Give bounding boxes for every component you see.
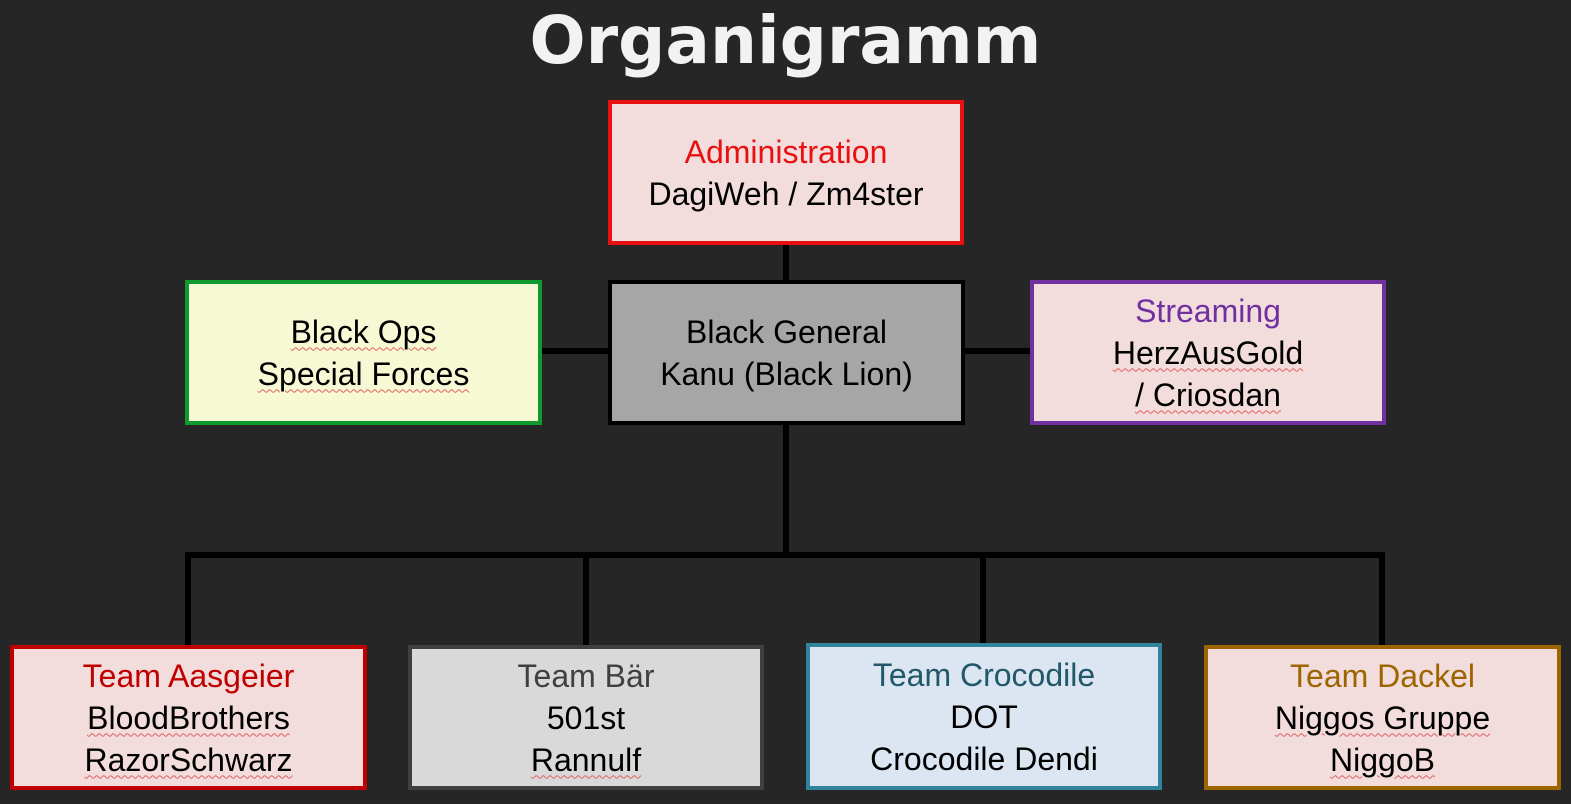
node-black-general-line2: Kanu (Black Lion) — [660, 355, 913, 392]
node-team-aasgeier-line2: RazorSchwarz — [84, 741, 293, 778]
node-black-ops-line2: Special Forces — [257, 355, 470, 392]
node-streaming: Streaming HerzAusGold / Criosdan — [1030, 280, 1386, 425]
node-administration-heading: Administration — [684, 133, 888, 170]
node-streaming-heading: Streaming — [1135, 292, 1281, 329]
node-streaming-line1: HerzAusGold — [1112, 334, 1304, 371]
node-team-dackel-heading: Team Dackel — [1290, 657, 1475, 694]
node-team-crocodile: Team Crocodile DOT Crocodile Dendi — [806, 643, 1162, 790]
node-team-aasgeier-line1: BloodBrothers — [87, 699, 290, 736]
connector-admin-general — [783, 243, 789, 282]
connector-general-trunk — [783, 423, 789, 555]
node-team-crocodile-line2: Crocodile Dendi — [870, 740, 1098, 777]
node-administration-members: DagiWeh / Zm4ster — [648, 175, 924, 212]
connector-general-streaming — [962, 348, 1032, 354]
node-team-baer-heading: Team Bär — [517, 657, 655, 694]
node-team-aasgeier-heading: Team Aasgeier — [82, 657, 295, 694]
node-team-crocodile-heading: Team Crocodile — [872, 656, 1096, 693]
node-streaming-line2: / Criosdan — [1135, 376, 1281, 413]
connector-to-team-aasgeier — [185, 552, 191, 648]
node-team-baer-line1: 501st — [546, 699, 626, 736]
node-team-baer-line2: Rannulf — [530, 741, 642, 778]
node-black-general: Black General Kanu (Black Lion) — [608, 280, 965, 425]
node-black-ops-line1: Black Ops — [290, 313, 437, 350]
connector-to-team-baer — [583, 555, 589, 648]
connector-to-team-dackel — [1379, 555, 1385, 648]
node-team-baer: Team Bär 501st Rannulf — [408, 645, 764, 790]
diagram-title: Organigramm — [529, 2, 1042, 79]
node-administration: Administration DagiWeh / Zm4ster — [608, 100, 964, 245]
connector-to-team-crocodile — [980, 555, 986, 646]
node-team-dackel-line2: NiggoB — [1330, 741, 1435, 778]
node-team-dackel: Team Dackel Niggos Gruppe NiggoB — [1204, 645, 1561, 790]
node-black-general-line1: Black General — [686, 313, 887, 350]
node-team-aasgeier: Team Aasgeier BloodBrothers RazorSchwarz — [10, 645, 367, 790]
node-team-crocodile-line1: DOT — [950, 698, 1018, 735]
node-team-dackel-line1: Niggos Gruppe — [1274, 699, 1491, 736]
connector-teams-horizontal — [186, 552, 1385, 558]
node-black-ops: Black Ops Special Forces — [185, 280, 542, 425]
connector-blackops-general — [540, 348, 610, 354]
